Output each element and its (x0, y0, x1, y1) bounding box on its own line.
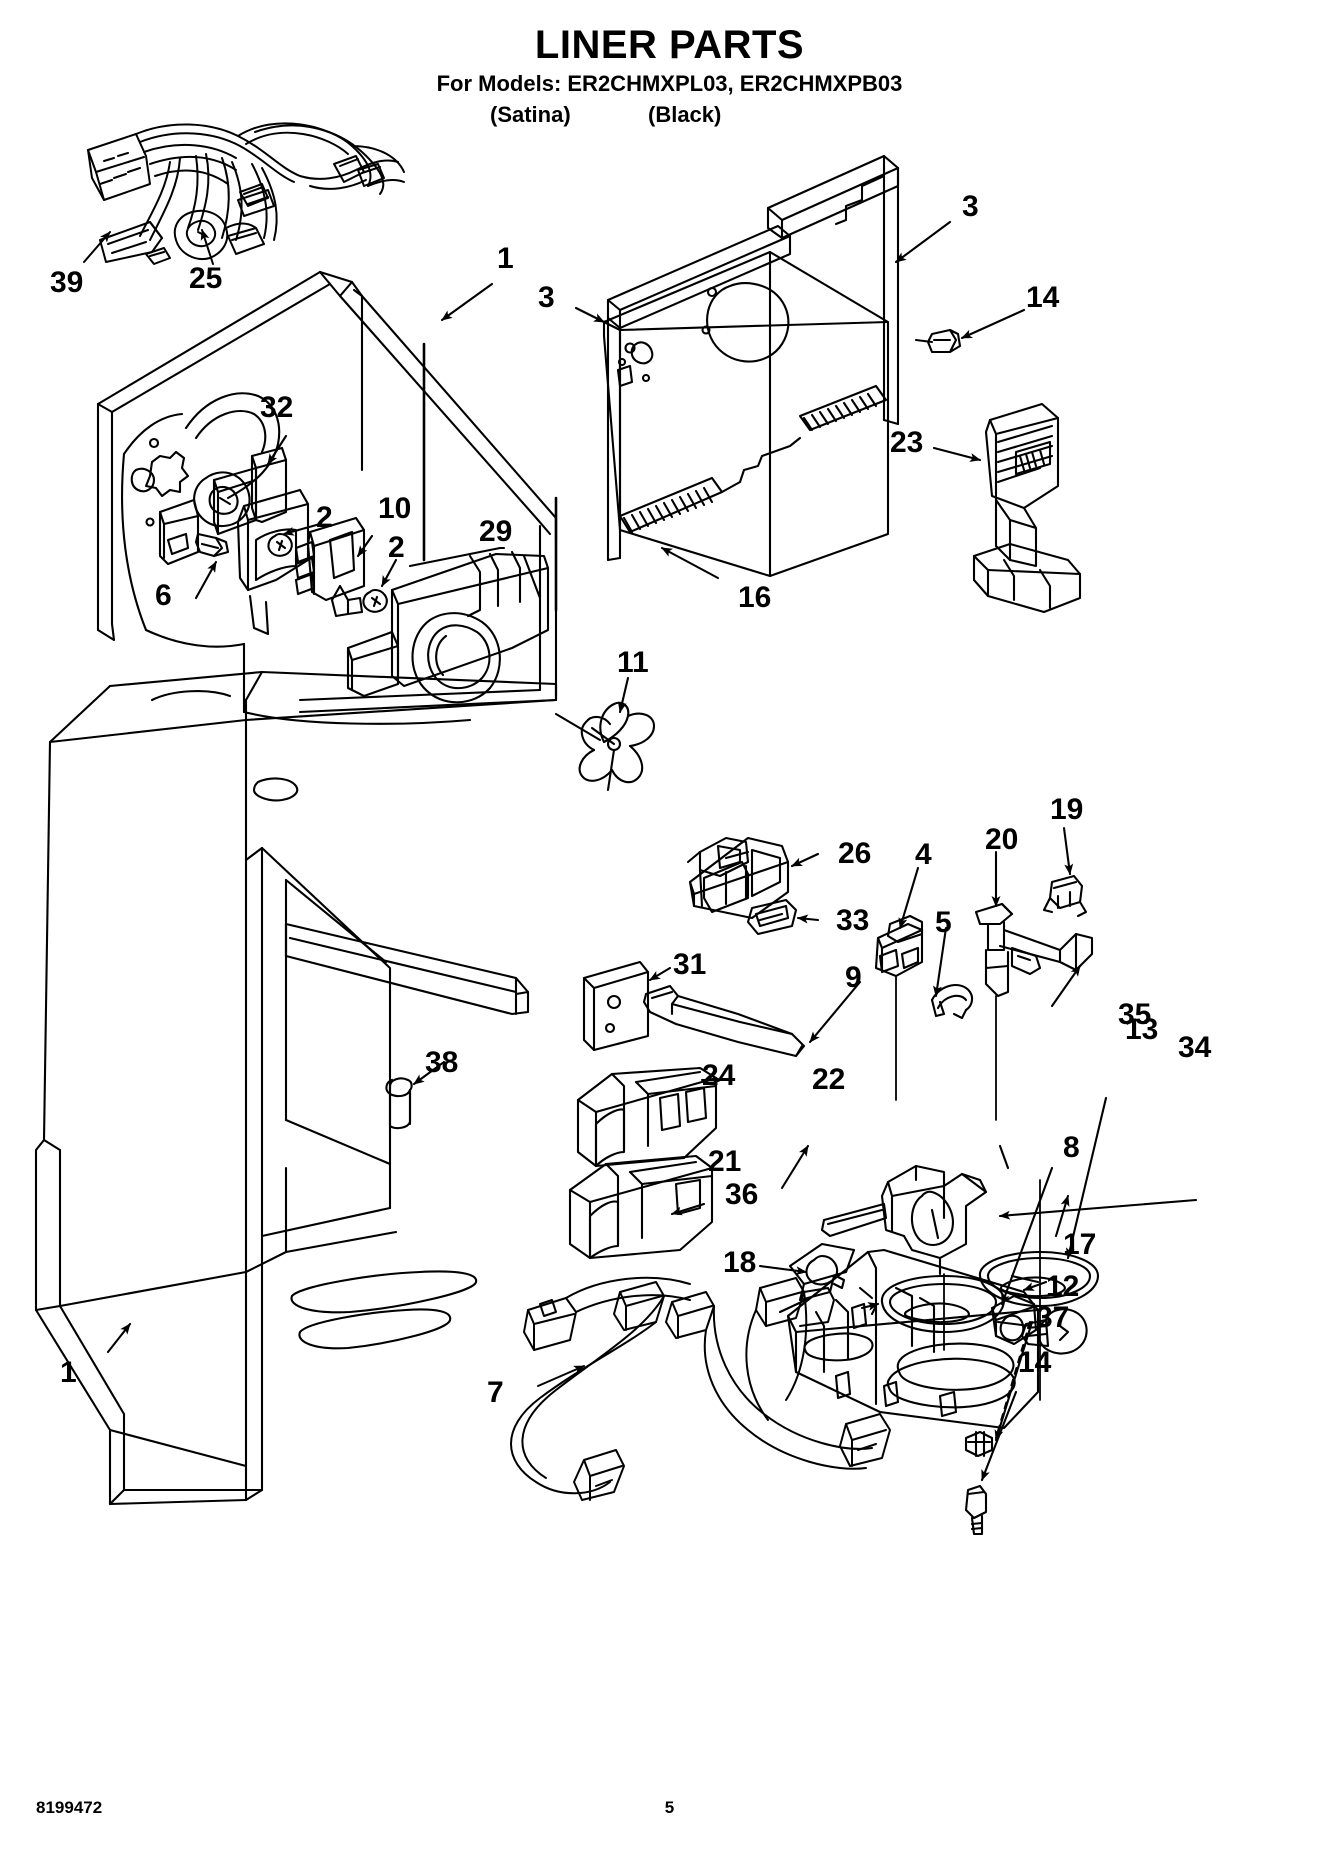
callout-10: 10 (378, 492, 412, 525)
callout-19: 19 (1050, 793, 1084, 826)
callout-1-top: 1 (497, 242, 514, 275)
rear-panel-and-gaskets (574, 154, 1026, 580)
callout-20: 20 (985, 823, 1019, 856)
callout-3-right: 3 (962, 190, 979, 223)
finish-label-black: (Black) (648, 102, 722, 128)
finish-labels: (Satina) (Black) (0, 102, 1339, 130)
base-housing-12 (778, 1144, 1088, 1536)
callout-24: 24 (702, 1059, 736, 1092)
callout-13: 13 (1125, 1013, 1159, 1046)
callout-16: 16 (738, 581, 772, 614)
freezer-liner-shell (96, 270, 558, 725)
page-title: LINER PARTS (534, 23, 805, 67)
callout-5: 5 (935, 906, 952, 939)
wire-harness-top (83, 122, 405, 265)
callout-34: 34 (1178, 1031, 1212, 1064)
callout-17: 17 (1063, 1228, 1097, 1261)
footer-part-number: 8199472 (36, 1798, 103, 1817)
callout-31: 31 (673, 948, 707, 981)
footer-page-number: 5 (664, 1798, 675, 1817)
callout-14-top: 14 (1026, 281, 1060, 314)
callout-26: 26 (838, 837, 872, 870)
bin-parts (568, 1066, 846, 1290)
air-tower-29 (346, 546, 550, 704)
callout-2-left: 2 (316, 501, 333, 534)
callout-38: 38 (425, 1046, 459, 1079)
callout-9: 9 (845, 961, 862, 994)
callout-7: 7 (487, 1376, 504, 1409)
auger-parts (820, 1096, 1198, 1401)
callout-2-right: 2 (388, 531, 405, 564)
callout-25: 25 (189, 262, 223, 295)
callout-4: 4 (915, 838, 932, 871)
refrigerator-cabinet (34, 282, 558, 1506)
models-line: For Models: ER2CHMXPL03, ER2CHMXPB03 (436, 71, 903, 96)
bracket-31-arm-9 (582, 960, 862, 1058)
callout-39: 39 (50, 266, 84, 299)
callout-1-bottom: 1 (60, 1356, 77, 1389)
callout-18: 18 (723, 1246, 757, 1279)
callout-3-left: 3 (538, 281, 555, 314)
callout-37: 37 (1036, 1301, 1070, 1334)
callout-35: 35 (1118, 998, 1152, 1031)
callout-23: 23 (890, 426, 924, 459)
light-cover-26 (686, 836, 820, 936)
callout-36: 36 (725, 1178, 759, 1211)
callout-33: 33 (836, 904, 870, 937)
callout-21: 21 (708, 1145, 742, 1178)
callout-14-bottom: 14 (1018, 1346, 1052, 1379)
callout-32: 32 (260, 391, 294, 424)
callout-6: 6 (155, 579, 172, 612)
finish-label-satina: (Satina) (490, 102, 571, 128)
callout-22: 22 (812, 1063, 846, 1096)
callout-12: 12 (1046, 1270, 1080, 1303)
callout-8: 8 (1063, 1131, 1080, 1164)
fan-blade-11 (554, 676, 656, 792)
wire-harness-bottom (510, 1276, 891, 1501)
control-housing-23 (932, 402, 1082, 614)
callout-29: 29 (479, 515, 513, 548)
small-parts-cluster (874, 826, 1094, 1121)
page-header: LINER PARTS For Models: ER2CHMXPL03, ER2… (0, 24, 1339, 130)
light-switch-assembly-32 (158, 434, 310, 636)
callout-11: 11 (617, 646, 649, 679)
